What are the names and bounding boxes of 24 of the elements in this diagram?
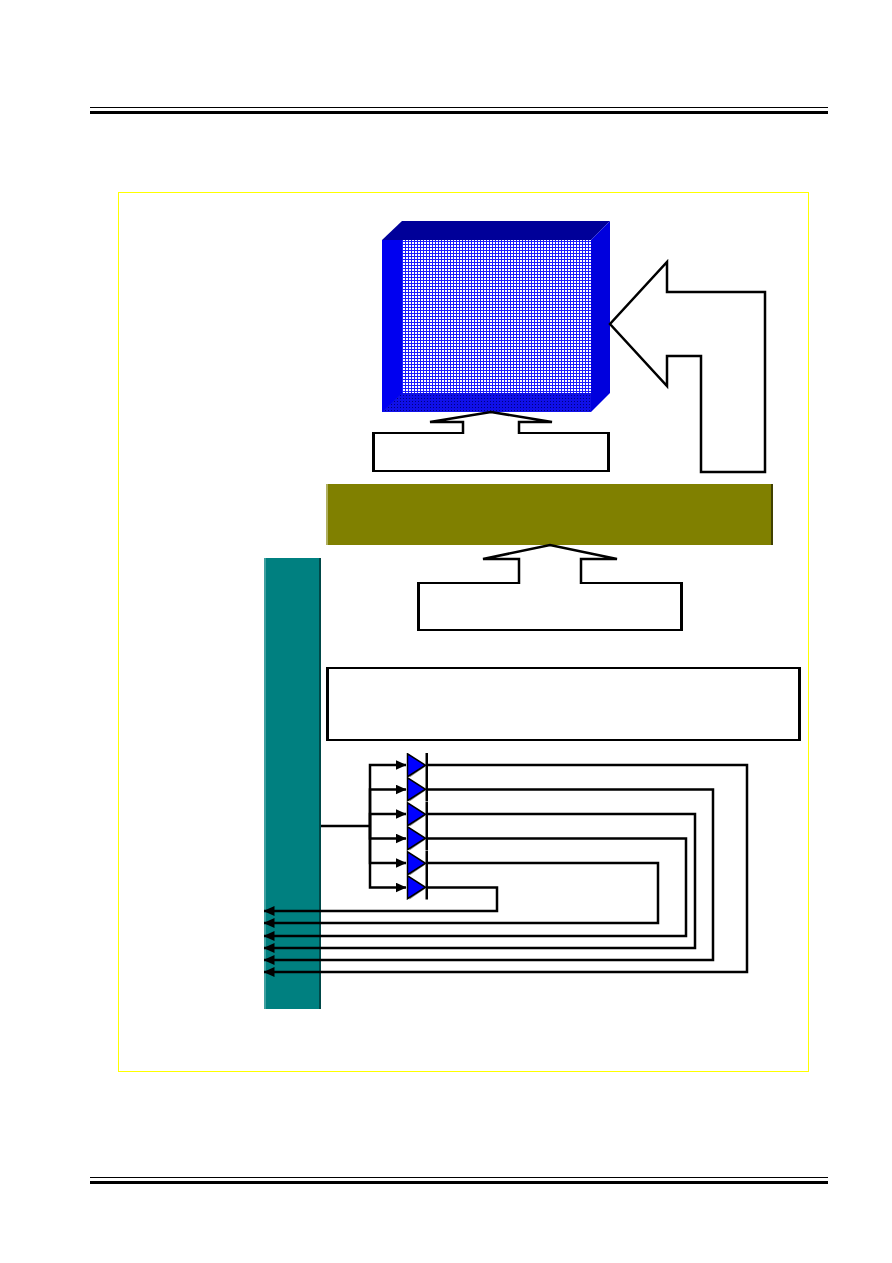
arrow	[368, 826, 407, 893]
arrow	[263, 812, 697, 953]
diode-symbol	[406, 777, 428, 802]
diode-symbol	[406, 826, 428, 851]
arrow	[263, 861, 660, 928]
arrow	[263, 837, 688, 941]
callout-box	[417, 582, 683, 631]
arrow	[263, 886, 499, 916]
horizontal-bar	[326, 484, 773, 545]
vertical-bar	[264, 558, 321, 1009]
arrow	[263, 763, 749, 977]
diode-symbol	[406, 875, 428, 900]
block-arrow	[428, 410, 554, 436]
empty-box	[326, 667, 801, 741]
callout-box	[372, 432, 610, 472]
arrow	[368, 809, 407, 826]
diode-symbol	[406, 752, 428, 778]
diode-symbol	[406, 801, 428, 827]
diode-symbol	[406, 850, 428, 876]
3d-block	[382, 221, 610, 412]
bent-block-arrow	[608, 258, 767, 474]
block-arrow	[481, 543, 619, 586]
connector-line	[321, 824, 370, 828]
arrow	[263, 788, 715, 965]
